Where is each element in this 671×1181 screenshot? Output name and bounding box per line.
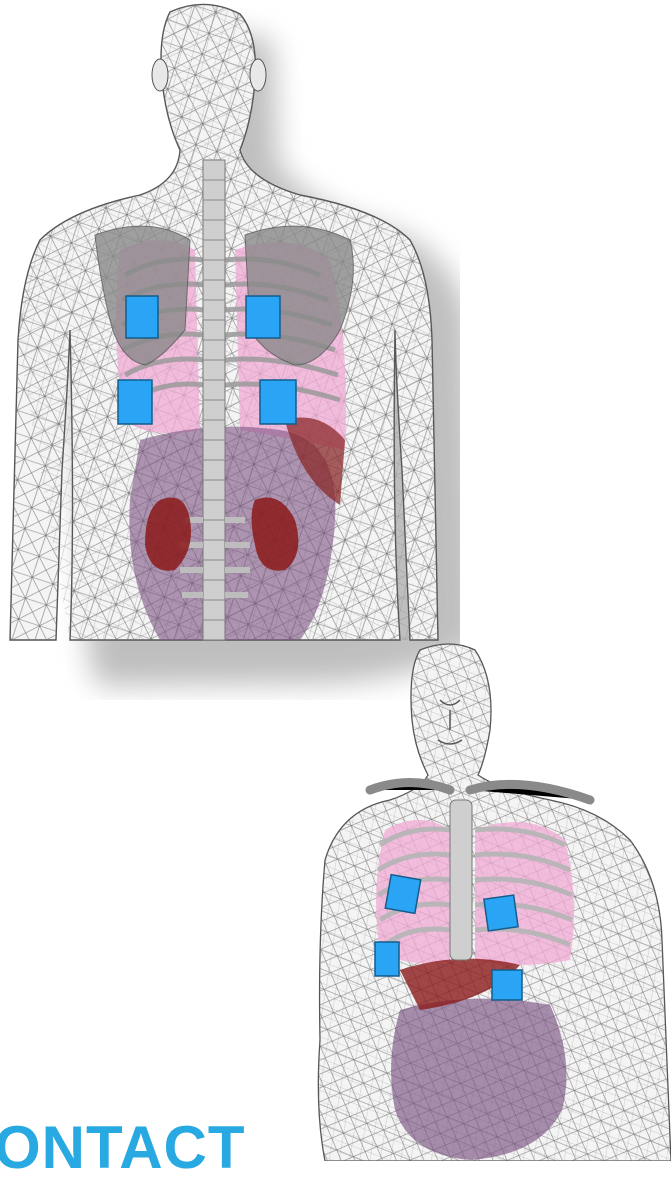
sternum xyxy=(450,800,472,960)
torso-front-view-illustration xyxy=(300,640,671,1161)
electrode-front-lower-right xyxy=(492,970,522,1000)
left-ear xyxy=(152,59,168,91)
electrode-back-lower-left xyxy=(118,380,152,424)
electrode-back-upper-right xyxy=(246,296,280,338)
electrode-back-lower-right xyxy=(260,380,296,424)
electrode-front-upper-left xyxy=(385,875,420,914)
front-intestine xyxy=(391,999,566,1160)
right-ear xyxy=(250,59,266,91)
electrode-front-upper-right xyxy=(484,895,518,931)
contact-heading: ONTACT xyxy=(0,1118,246,1178)
electrode-back-upper-left xyxy=(126,296,158,338)
electrode-front-lower-left xyxy=(375,942,399,976)
spine xyxy=(203,160,225,640)
torso-back-view-illustration xyxy=(0,0,460,700)
